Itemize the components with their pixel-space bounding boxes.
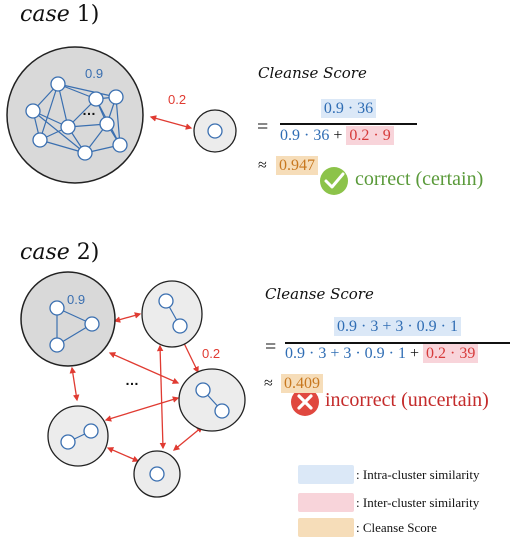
case1-fraction-bar [280, 123, 417, 125]
case2-dots: … [125, 372, 139, 388]
case1-numerator: 0.9 · 36 [282, 99, 415, 118]
case1-approx: ≈ [258, 157, 267, 174]
case1-verdict: correct (certain) [355, 168, 484, 190]
legend-score-label: : Cleanse Score [356, 519, 437, 535]
legend-score: : Cleanse Score [298, 518, 437, 537]
case1-dots: … [82, 102, 96, 118]
legend-intra-label: : Intra-cluster similarity [356, 466, 480, 482]
legend-inter-swatch [298, 493, 354, 512]
legend-score-swatch [298, 518, 354, 537]
case1-score-title: Cleanse Score [258, 64, 367, 82]
legend-intra: : Intra-cluster similarity [298, 465, 479, 484]
case2-denominator: 0.9 · 3 + 3 · 0.9 · 1 + 0.2 · 39 [285, 344, 515, 363]
case2-fraction-bar [285, 342, 510, 344]
case1-inter-edge [149, 115, 193, 130]
case1-denominator: 0.9 · 36 + 0.2 · 9 [280, 126, 420, 145]
legend-inter: : Inter-cluster similarity [298, 493, 479, 512]
case2-cluster-b [141, 280, 203, 348]
case1-result: 0.947 [276, 156, 318, 175]
case2-approx: ≈ [264, 375, 273, 392]
legend-inter-label: : Inter-cluster similarity [356, 494, 480, 510]
case2-numerator: 0.9 · 3 + 3 · 0.9 · 1 [285, 317, 510, 336]
case1-nodes [25, 76, 128, 161]
case1-intra-label: 0.9 [85, 66, 104, 81]
check-icon [320, 167, 348, 195]
case2-verdict: incorrect (uncertain) [325, 389, 489, 411]
case1-title: case 1) [20, 2, 100, 27]
case2-cluster-d [47, 405, 109, 467]
case2-inter-label: 0.2 [202, 346, 221, 361]
case2-title: case 2) [20, 240, 100, 265]
case2-inter-edges [69, 312, 204, 462]
case1-eq-sign: = [257, 116, 269, 138]
legend-intra-swatch [298, 465, 354, 484]
case2-eq-sign: = [265, 336, 277, 358]
case2-intra-label: 0.9 [67, 292, 86, 307]
case2-cluster-a [20, 271, 116, 367]
case2-result: 0.409 [281, 374, 323, 393]
case1-big-cluster [6, 46, 144, 184]
case1-inter-label: 0.2 [168, 92, 187, 107]
case2-score-title: Cleanse Score [265, 285, 374, 303]
cross-icon [291, 388, 319, 416]
